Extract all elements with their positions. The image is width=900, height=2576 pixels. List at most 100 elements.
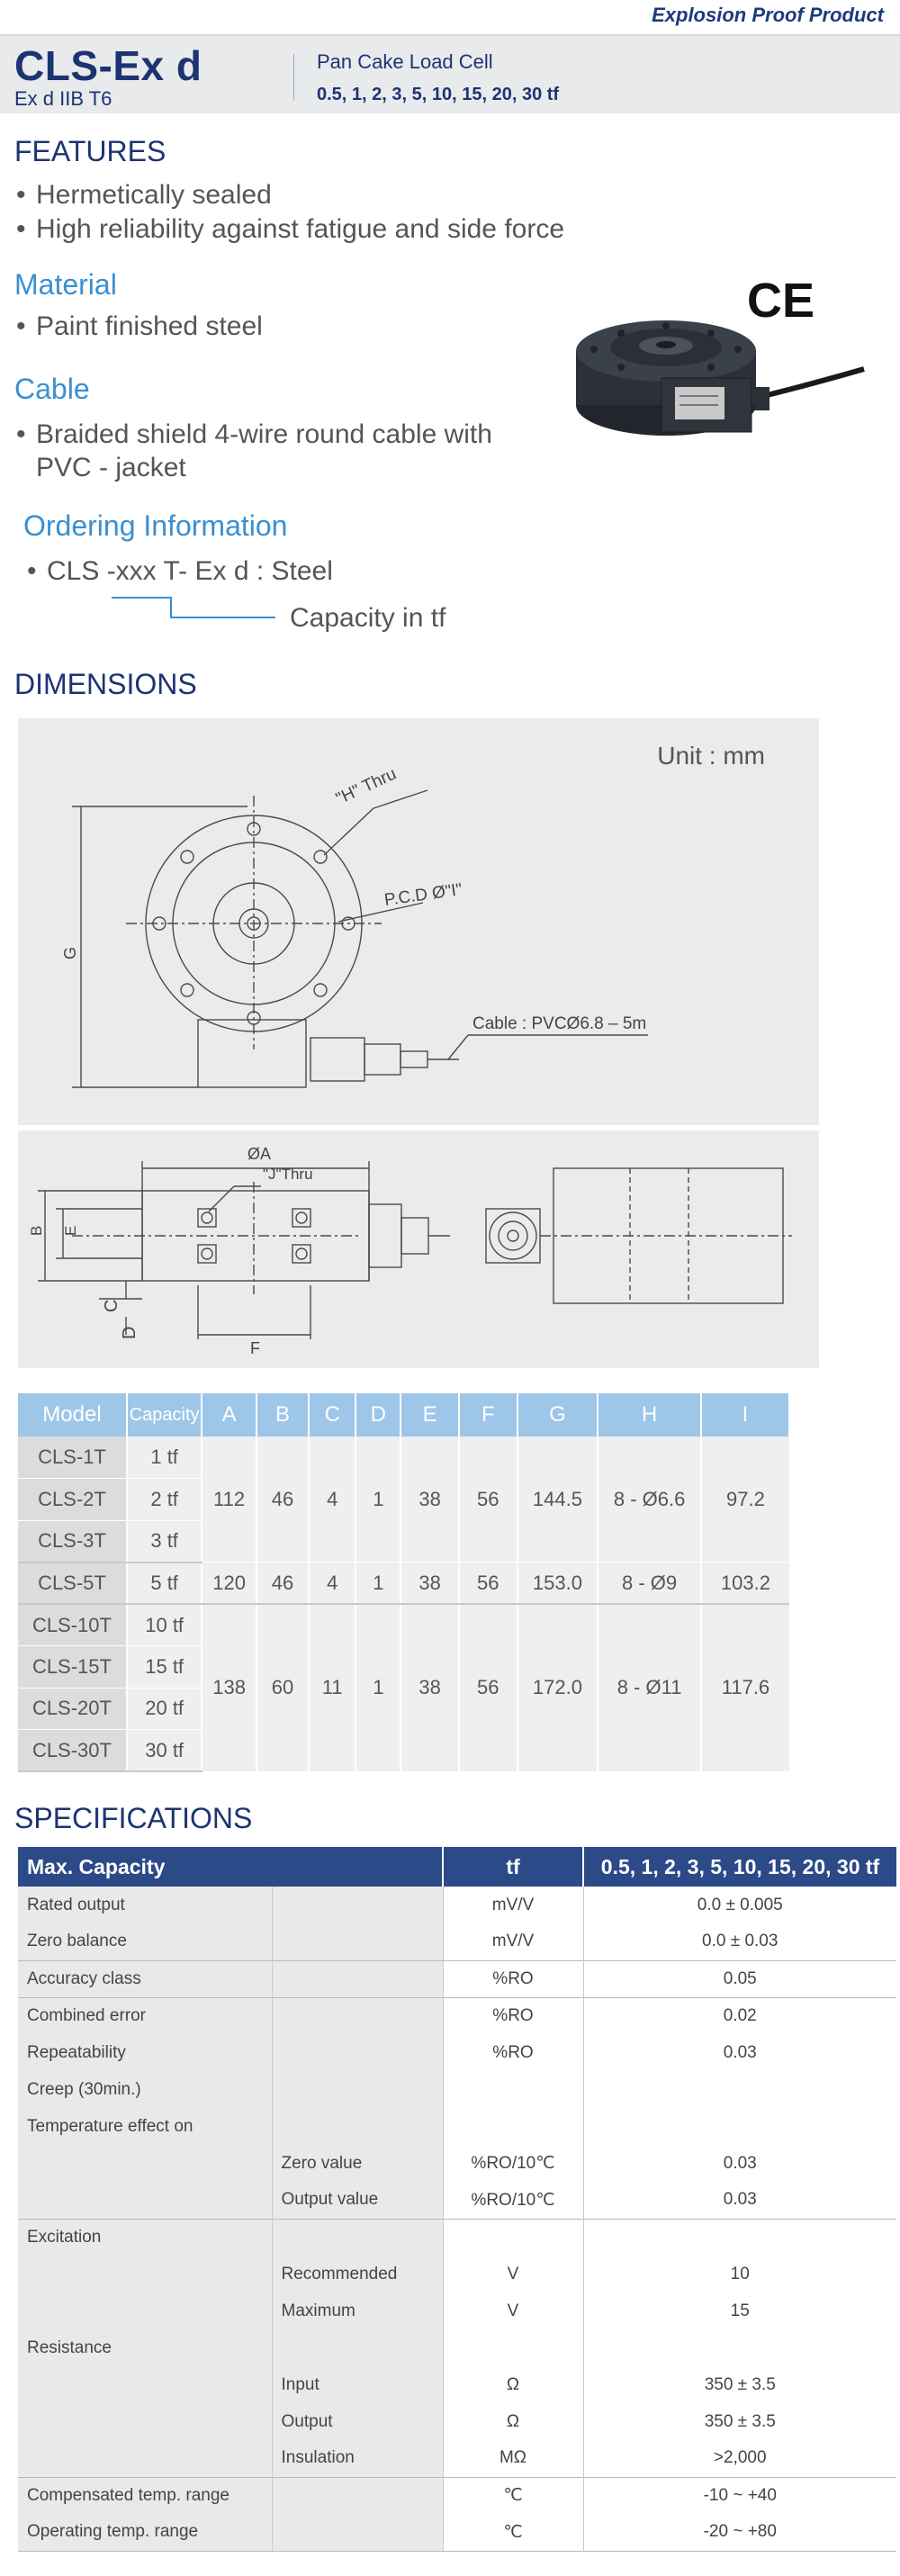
value-a: 120 <box>202 1562 257 1605</box>
cable-item: •Braided shield 4-wire round cable with <box>16 419 492 449</box>
spec-label: Accuracy class <box>18 1959 272 1997</box>
label-b: B <box>28 1226 45 1236</box>
features-heading: FEATURES <box>14 135 166 167</box>
spec-sublabel <box>271 2034 443 2071</box>
model-cell: CLS-30T <box>18 1729 128 1772</box>
col-header: D <box>356 1393 402 1437</box>
ordering-text: CLS -xxx T- Ex d : Steel <box>47 556 333 586</box>
col-header: Capacity <box>126 1393 203 1437</box>
spec-label: Rated output <box>18 1887 272 1923</box>
spec-unit <box>442 2329 583 2366</box>
capacity-cell: 30 tf <box>126 1729 203 1772</box>
spec-unit <box>442 2071 583 2108</box>
col-header: E <box>400 1393 460 1437</box>
capacity-cell: 15 tf <box>126 1645 203 1689</box>
value-d: 1 <box>356 1604 402 1772</box>
spec-label: Zero balance <box>18 1923 272 1960</box>
product-type: Pan Cake Load Cell <box>317 50 493 73</box>
spec-unit: MΩ <box>442 2440 583 2477</box>
spec-unit: mV/V <box>442 1923 583 1960</box>
spec-sublabel <box>271 1959 443 1997</box>
ordering-bracket <box>112 597 275 618</box>
spec-unit: V <box>442 2292 583 2329</box>
value-c: 11 <box>309 1604 357 1772</box>
spec-label <box>18 2403 272 2440</box>
value-i: 117.6 <box>700 1604 789 1772</box>
table-row: CLS-30T 30 tf <box>18 1729 789 1772</box>
material-text: Paint finished steel <box>36 311 263 341</box>
spec-unit: Ω <box>442 2403 583 2440</box>
value-h: 8 - Ø6.6 <box>598 1437 702 1563</box>
spec-value: 0.02 <box>582 1996 896 2034</box>
capacity-cell: 10 tf <box>126 1604 203 1646</box>
value-b: 46 <box>256 1437 310 1563</box>
spec-value <box>582 2218 896 2256</box>
spec-value: 0.03 <box>582 2182 896 2219</box>
dimensions-heading: DIMENSIONS <box>14 668 197 700</box>
spec-sublabel <box>271 2514 443 2552</box>
spec-sublabel: Zero value <box>271 2145 443 2182</box>
top-strip: Explosion Proof Product <box>0 0 900 36</box>
spec-label <box>18 2292 272 2329</box>
ce-mark: CE <box>747 274 814 328</box>
spec-sublabel <box>271 2476 443 2514</box>
spec-head-value: 0.5, 1, 2, 3, 5, 10, 15, 20, 30 tf <box>583 1847 896 1887</box>
spec-label <box>18 2182 272 2219</box>
spec-value <box>582 2071 896 2108</box>
value-b: 60 <box>256 1604 310 1772</box>
capacity-cell: 5 tf <box>126 1562 203 1605</box>
unit-label: Unit : mm <box>657 742 765 770</box>
table-row: CLS-2T 2 tf <box>18 1478 789 1521</box>
spec-unit: %RO <box>442 1959 583 1997</box>
spec-value: 0.03 <box>582 2145 896 2182</box>
spec-label: Excitation <box>18 2218 272 2256</box>
spec-value: 15 <box>582 2292 896 2329</box>
header-divider <box>293 54 294 101</box>
cable-text-1: Braided shield 4-wire round cable with <box>36 419 492 449</box>
spec-unit <box>442 2108 583 2145</box>
value-b: 46 <box>256 1562 310 1605</box>
capacity-cell: 20 tf <box>126 1688 203 1730</box>
spec-sublabel: Insulation <box>271 2440 443 2477</box>
model-cell: CLS-10T <box>18 1604 128 1646</box>
dimension-drawing: Unit : mm <box>18 718 819 1368</box>
model-cell: CLS-2T <box>18 1478 128 1521</box>
spec-unit: %RO <box>442 2034 583 2071</box>
spec-sublabel: Output value <box>271 2182 443 2219</box>
col-header: A <box>202 1393 257 1437</box>
spec-label: Creep (30min.) <box>18 2071 272 2108</box>
spec-value: 0.03 <box>582 2034 896 2071</box>
load-cell-photo: CE <box>576 274 865 436</box>
spec-value: 0.05 <box>582 1959 896 1997</box>
spec-value <box>582 2329 896 2366</box>
spec-label <box>18 2256 272 2292</box>
dimensions-table: Model Capacity A B C D E F G H I CLS-1T … <box>18 1393 791 1772</box>
spec-row: Creep (30min.) <box>18 2071 896 2108</box>
value-f: 56 <box>458 1437 518 1563</box>
spec-unit: %RO/10℃ <box>442 2145 583 2182</box>
capacity-list: 0.5, 1, 2, 3, 5, 10, 15, 20, 30 tf <box>317 85 560 104</box>
label-f: F <box>250 1339 260 1357</box>
label-oa: ØA <box>248 1145 271 1163</box>
col-header: H <box>598 1393 702 1437</box>
col-header: C <box>309 1393 357 1437</box>
value-d: 1 <box>356 1562 402 1605</box>
material-item: •Paint finished steel <box>16 311 263 341</box>
spec-label <box>18 2366 272 2403</box>
spec-unit: mV/V <box>442 1887 583 1923</box>
col-header: Model <box>18 1393 128 1437</box>
label-pcd: P.C.D Ø"I" <box>383 880 464 910</box>
capacity-cell: 1 tf <box>126 1437 203 1479</box>
value-e: 38 <box>400 1604 460 1772</box>
capacity-cell: 3 tf <box>126 1520 203 1563</box>
value-e: 38 <box>400 1562 460 1605</box>
model-cell: CLS-20T <box>18 1688 128 1730</box>
spec-value: >2,000 <box>582 2440 896 2477</box>
feature-text: High reliability against fatigue and sid… <box>36 214 565 244</box>
dim-header-row: Model Capacity A B C D E F G H I <box>18 1393 791 1437</box>
